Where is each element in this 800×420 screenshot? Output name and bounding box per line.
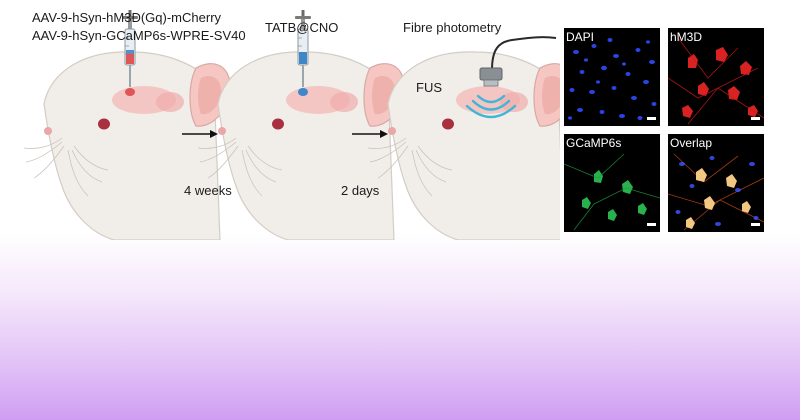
panel-dapi: DAPI <box>564 28 660 126</box>
mouse-2 <box>197 51 405 240</box>
panel-label-dapi: DAPI <box>566 30 595 44</box>
drug-label: TATB@CNO <box>265 20 339 35</box>
mouse-1 <box>23 51 231 240</box>
scale-bar <box>751 117 760 120</box>
experiment-illustration <box>23 9 560 240</box>
ultrasound-waves <box>465 94 517 119</box>
scale-bar <box>647 117 656 120</box>
injection-site-2 <box>298 88 308 96</box>
panel-label-gcamp6s: GCaMP6s <box>566 136 622 150</box>
interval-label-2: 2 days <box>341 183 380 198</box>
arrow-2 <box>352 130 388 138</box>
fus-transducer <box>479 67 503 87</box>
panel-label-hm3d: hM3D <box>670 30 703 44</box>
method-label: Fibre photometry <box>403 20 502 35</box>
arrow-1 <box>182 130 218 138</box>
dapi-cells <box>568 38 657 120</box>
virus-label-1: AAV-9-hSyn-hM3D(Gq)-mCherry <box>32 10 222 25</box>
scale-bar <box>647 223 656 226</box>
syringe-1 <box>121 9 139 88</box>
virus-label-2: AAV-9-hSyn-GCaMP6s-WPRE-SV40 <box>32 28 246 43</box>
gcamp6s-cells <box>564 153 660 231</box>
panel-gcamp6s: GCaMP6s <box>564 134 660 232</box>
panel-label-overlap: Overlap <box>670 136 713 150</box>
syringe-2 <box>294 9 312 88</box>
injection-site-1 <box>125 88 135 96</box>
hm3d-cells <box>668 37 764 125</box>
fibre-cable <box>491 36 557 71</box>
overlap-cells <box>668 153 764 231</box>
panel-hm3d: hM3D <box>668 28 764 126</box>
scale-bar <box>751 223 760 226</box>
interval-label-1: 4 weeks <box>184 183 232 198</box>
fus-label: FUS <box>416 80 442 95</box>
panel-overlap: Overlap <box>668 134 764 232</box>
